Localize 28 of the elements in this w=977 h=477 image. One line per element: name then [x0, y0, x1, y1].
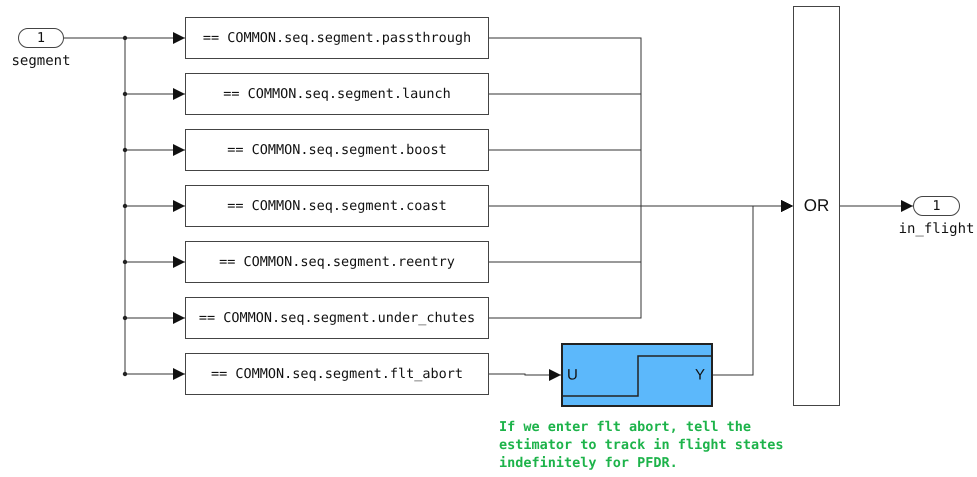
block-label: OR	[804, 196, 830, 216]
block-label: == COMMON.seq.segment.flt_abort	[211, 366, 463, 382]
signal-arrow	[840, 200, 914, 212]
block-label: == COMMON.seq.segment.under_chutes	[198, 310, 476, 326]
block-label: == COMMON.seq.segment.launch	[223, 86, 451, 102]
logic-block	[793, 6, 840, 406]
port-block	[913, 196, 960, 216]
compare-block	[185, 241, 489, 283]
compare-block	[185, 73, 489, 115]
port-label: U	[567, 366, 578, 384]
port-label: Y	[694, 366, 705, 384]
block-label: == COMMON.seq.segment.coast	[227, 198, 447, 214]
signal-arrow	[712, 200, 794, 376]
port-block	[18, 28, 64, 48]
annotation-note: If we enter flt abort, tell the estimator to track in flight states indefinitely for PFDR.	[499, 418, 784, 472]
compare-block	[185, 129, 489, 171]
compare-block	[185, 353, 489, 395]
block-label: == COMMON.seq.segment.reentry	[219, 254, 455, 270]
port-number: 1	[36, 30, 46, 46]
block-label: == COMMON.seq.segment.boost	[227, 142, 447, 158]
port-name: in_flight	[898, 221, 974, 237]
compare-block	[185, 185, 489, 227]
block-label: == COMMON.seq.segment.passthrough	[202, 30, 472, 46]
port-number: 1	[932, 198, 941, 214]
compare-block	[185, 17, 489, 59]
port-name: segment	[12, 53, 70, 69]
compare-block	[185, 297, 489, 339]
signal-arrow	[488, 369, 562, 381]
